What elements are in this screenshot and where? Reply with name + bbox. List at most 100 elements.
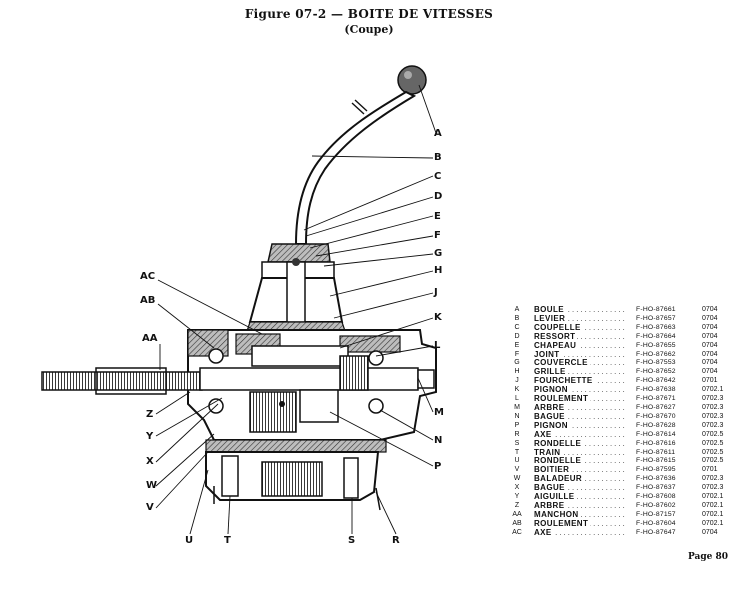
parts-legend-ref: F-HO-87608 <box>636 493 676 501</box>
callout-e: E <box>434 211 441 222</box>
parts-legend-key: C <box>514 323 520 331</box>
parts-legend-name: BAGUE <box>534 411 567 422</box>
parts-legend-row: . . . . . . . . . . . . . . . . . . . . … <box>506 340 726 351</box>
parts-legend-row: . . . . . . . . . . . . . . . . . . . . … <box>506 474 726 485</box>
parts-legend-ref: F-HO-87652 <box>636 368 676 376</box>
parts-legend-ref: F-HO-87595 <box>636 466 676 474</box>
parts-legend-dots: . . . . . . . . . . . . . . . . . . . . … <box>534 314 626 323</box>
leader-lines <box>155 84 437 535</box>
parts-legend-dots: . . . . . . . . . . . . . . . . . . . . … <box>534 466 626 475</box>
parts-legend-row: . . . . . . . . . . . . . . . . . . . . … <box>506 483 726 494</box>
parts-legend-code: 0704 <box>702 359 718 367</box>
parts-legend-key: E <box>514 341 520 349</box>
parts-legend-ref: F-HO-87638 <box>636 386 676 394</box>
callout-g: G <box>434 248 443 259</box>
callout-x: X <box>146 456 154 467</box>
parts-legend-ref: F-HO-87553 <box>636 359 676 367</box>
parts-legend-name: ARBRE <box>534 500 567 511</box>
parts-legend-row: . . . . . . . . . . . . . . . . . . . . … <box>506 394 726 404</box>
parts-legend-row: . . . . . . . . . . . . . . . . . . . . … <box>506 457 726 467</box>
parts-legend-row: . . . . . . . . . . . . . . . . . . . . … <box>506 305 726 315</box>
callout-t: T <box>224 535 231 546</box>
parts-legend-name: GRILLE <box>534 367 568 378</box>
parts-legend-code: 0701 <box>702 377 718 385</box>
callout-s: S <box>348 535 356 546</box>
parts-legend-ref: F-HO-87614 <box>636 430 676 438</box>
parts-legend-ref: F-HO-87604 <box>636 519 676 527</box>
parts-legend-code: 0702.1 <box>702 386 724 394</box>
parts-legend-name: ROULEMENT <box>534 518 591 529</box>
parts-legend-code: 0702.3 <box>702 475 724 483</box>
parts-legend-key: D <box>514 332 520 340</box>
parts-legend-name: TRAIN <box>534 447 563 458</box>
parts-legend-ref: F-HO-87615 <box>636 457 676 465</box>
parts-legend-key: Y <box>514 493 520 501</box>
lever-knob <box>397 65 427 95</box>
callout-l: L <box>434 340 441 351</box>
callout-v: V <box>146 502 154 513</box>
parts-legend-ref: F-HO-87157 <box>636 510 676 518</box>
parts-legend-ref: F-HO-87616 <box>636 439 676 447</box>
parts-legend-row: . . . . . . . . . . . . . . . . . . . . … <box>506 411 726 422</box>
parts-legend-code: 0702.5 <box>702 457 724 465</box>
parts-legend-dots: . . . . . . . . . . . . . . . . . . . . … <box>534 306 626 314</box>
figure-title: Figure 07-2 — BOITE DE VITESSES <box>244 7 494 21</box>
parts-legend-key: H <box>514 368 520 376</box>
parts-legend-dots: . . . . . . . . . . . . . . . . . . . . … <box>534 386 626 395</box>
figure-subtitle: (Coupe) <box>344 23 394 36</box>
parts-legend-name: AXE <box>534 429 554 440</box>
parts-legend-key: Z <box>514 501 520 509</box>
parts-legend-code: 0704 <box>702 350 718 358</box>
parts-legend-ref: F-HO-87670 <box>636 412 676 420</box>
parts-legend-key: N <box>514 412 520 420</box>
parts-legend-code: 0702.1 <box>702 519 724 527</box>
parts-legend-name: CHAPEAU <box>534 340 579 351</box>
parts-legend-name: MANCHON <box>534 509 581 520</box>
callout-m: M <box>434 407 444 418</box>
parts-legend-key: A <box>514 306 520 313</box>
gear-lever <box>294 65 427 245</box>
parts-legend-row: . . . . . . . . . . . . . . . . . . . . … <box>506 322 726 333</box>
parts-legend-row: . . . . . . . . . . . . . . . . . . . . … <box>506 332 726 342</box>
parts-legend-row: . . . . . . . . . . . . . . . . . . . . … <box>506 509 726 520</box>
parts-legend-key: J <box>515 377 519 385</box>
parts-legend-dots: . . . . . . . . . . . . . . . . . . . . … <box>534 412 626 421</box>
parts-legend-code: 0702.3 <box>702 403 724 411</box>
callout-a: A <box>434 128 442 139</box>
parts-legend-dots: . . . . . . . . . . . . . . . . . . . . … <box>534 484 626 493</box>
parts-legend-name: RONDELLE <box>534 438 584 449</box>
parts-legend-code: 0702.3 <box>702 421 724 429</box>
parts-legend-key: S <box>514 439 520 447</box>
parts-legend-ref: F-HO-87664 <box>636 332 676 340</box>
lower-casing <box>205 439 387 511</box>
parts-legend-dots: . . . . . . . . . . . . . . . . . . . . … <box>534 430 626 439</box>
parts-legend-name: FOURCHETTE <box>534 376 595 387</box>
callout-y: Y <box>146 431 154 442</box>
parts-legend-name: LEVIER <box>534 313 568 324</box>
parts-legend-code: 0704 <box>702 314 718 322</box>
page-number: Page 80 <box>688 552 729 562</box>
parts-legend-dots: . . . . . . . . . . . . . . . . . . . . … <box>534 493 626 502</box>
parts-legend-name: COUVERCLE <box>534 358 590 369</box>
parts-legend-row: . . . . . . . . . . . . . . . . . . . . … <box>506 403 726 413</box>
parts-legend-code: 0702.3 <box>702 395 724 403</box>
parts-legend-name: COUPELLE <box>534 322 583 333</box>
parts-legend-key: AB <box>512 519 522 527</box>
parts-legend-ref: F-HO-87647 <box>636 528 676 536</box>
callout-c: C <box>434 171 442 182</box>
parts-legend-key: AA <box>512 510 522 518</box>
parts-legend-code: 0704 <box>702 323 718 331</box>
parts-legend-code: 0702.5 <box>702 430 724 438</box>
parts-legend-code: 0704 <box>702 368 718 376</box>
parts-legend-ref: F-HO-87627 <box>636 403 676 411</box>
callout-ab: AB <box>140 295 156 306</box>
parts-legend-row: . . . . . . . . . . . . . . . . . . . . … <box>506 421 726 431</box>
callout-n: N <box>434 435 443 446</box>
callout-ac: AC <box>140 271 156 282</box>
parts-legend-key: R <box>514 430 520 438</box>
callout-w: W <box>146 480 158 491</box>
parts-legend-ref: F-HO-87661 <box>636 306 676 313</box>
parts-legend-name: BOITIER <box>534 465 572 476</box>
parts-legend-ref: F-HO-87657 <box>636 314 676 322</box>
